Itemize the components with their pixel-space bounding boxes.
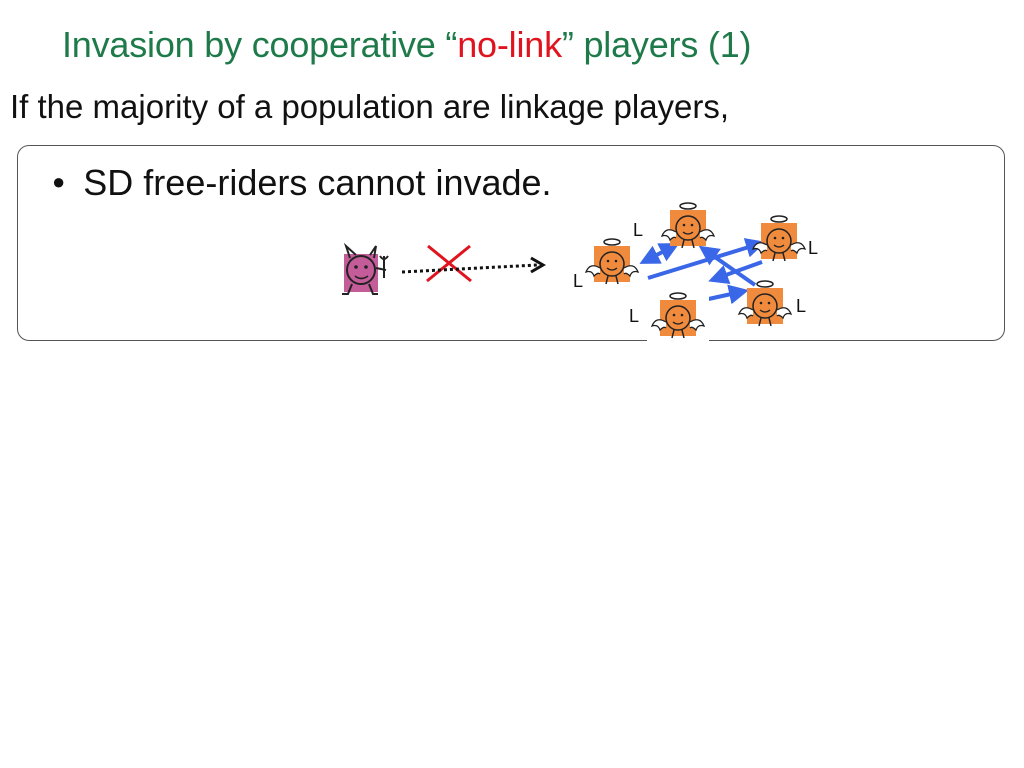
bullet-text: SD free-riders cannot invade. bbox=[83, 162, 552, 203]
bullet-dot-icon: ● bbox=[52, 169, 66, 195]
slide-subtitle: If the majority of a population are link… bbox=[10, 88, 730, 125]
content-box bbox=[17, 145, 1005, 341]
slide-title: Invasion by cooperative “no-link” player… bbox=[62, 24, 752, 66]
title-prefix: Invasion by cooperative “ bbox=[62, 24, 458, 65]
title-suffix: ” players (1) bbox=[561, 24, 752, 65]
bullet-item: ● SD free-riders cannot invade. bbox=[52, 162, 552, 204]
title-highlight: no-link bbox=[457, 24, 562, 65]
